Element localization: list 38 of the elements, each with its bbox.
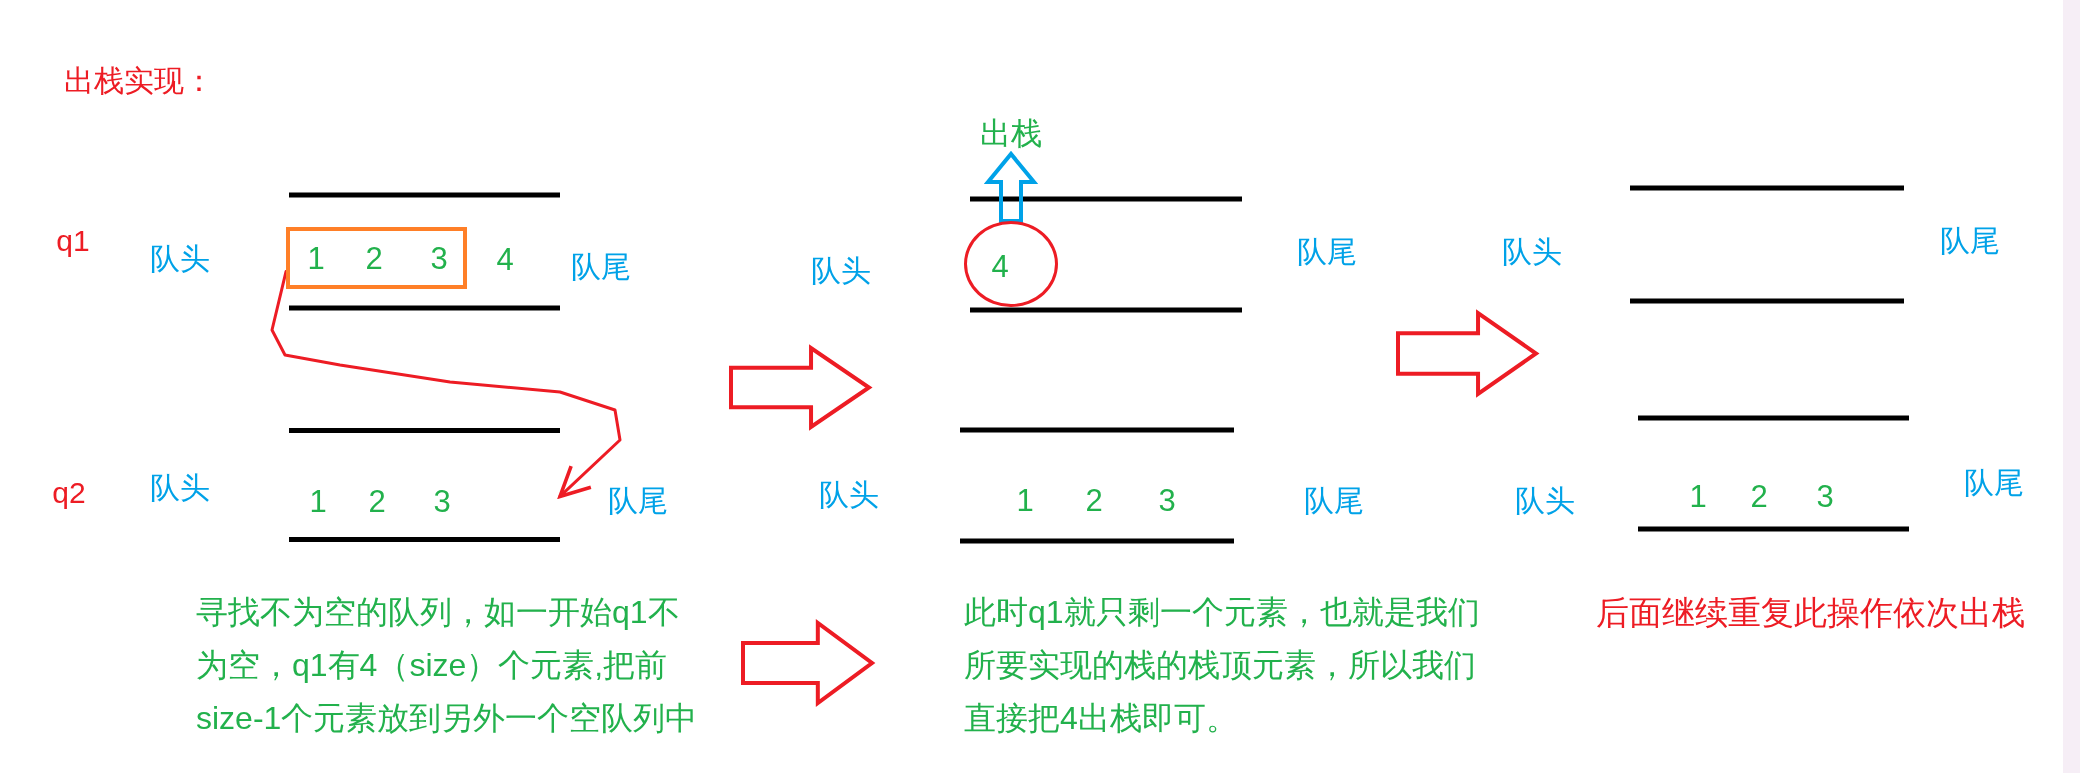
queue-element: 3	[433, 485, 451, 517]
circle-mark	[964, 221, 1058, 307]
queue-end-label: 队尾	[1940, 226, 2000, 256]
description-text: 此时q1就只剩一个元素，也就是我们所要实现的栈的栈顶元素，所以我们直接把4出栈即可。	[964, 593, 1481, 738]
queue-name: q1	[56, 226, 90, 256]
queue-end-label: 队头	[1502, 237, 1562, 267]
queue-element: 3	[1158, 484, 1176, 516]
caption-text: 出栈	[974, 114, 1048, 154]
queue-element: 2	[1750, 480, 1768, 512]
description-text: 寻找不为空的队列，如一开始q1不为空，q1有4（size）个元素,把前size-1个元素放到另外一个空队列中	[196, 593, 699, 738]
queue-end-label: 队头	[819, 480, 879, 510]
queue-name: q2	[52, 478, 86, 508]
highlight-box	[286, 227, 467, 289]
queue-end-label: 队头	[150, 473, 210, 503]
queue-element: 1	[1689, 480, 1707, 512]
queue-element: 1	[307, 242, 325, 274]
queue-element: 2	[1085, 484, 1103, 516]
queue-end-label: 队尾	[608, 486, 668, 516]
queue-element: 3	[430, 242, 448, 274]
queue-end-label: 队尾	[571, 252, 631, 282]
block-arrow	[983, 150, 1039, 223]
queue-element: 1	[1016, 484, 1034, 516]
queue-end-label: 队头	[1515, 486, 1575, 516]
curved-arrow	[270, 270, 622, 499]
queue-element: 1	[309, 485, 327, 517]
queue-element: 4	[991, 250, 1009, 282]
queue-end-label: 队尾	[1964, 468, 2024, 498]
queue-element: 3	[1816, 480, 1834, 512]
queue-band	[289, 428, 560, 542]
queue-end-label: 队头	[811, 256, 871, 286]
note-text: 后面继续重复此操作依次出栈	[1596, 593, 2025, 633]
queue-element: 2	[368, 485, 386, 517]
queue-element: 2	[365, 242, 383, 274]
title: 出栈实现：	[64, 66, 214, 96]
queue-end-label: 队尾	[1304, 486, 1364, 516]
queue-end-label: 队头	[150, 244, 210, 274]
queue-element: 4	[496, 243, 514, 275]
queue-end-label: 队尾	[1297, 237, 1357, 267]
